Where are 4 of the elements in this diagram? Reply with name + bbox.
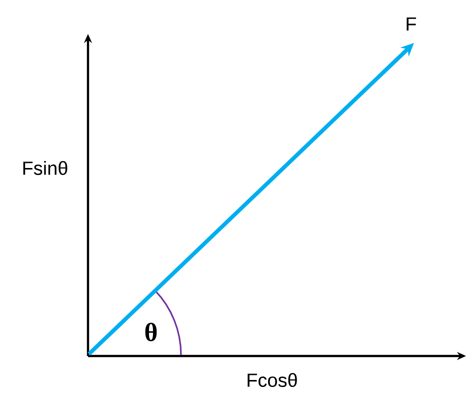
- angle-label: θ: [145, 322, 157, 342]
- axis-label: Fsinθ: [23, 161, 68, 175]
- axis-label: Fcosθ: [248, 373, 297, 387]
- vector-label: F: [406, 17, 416, 31]
